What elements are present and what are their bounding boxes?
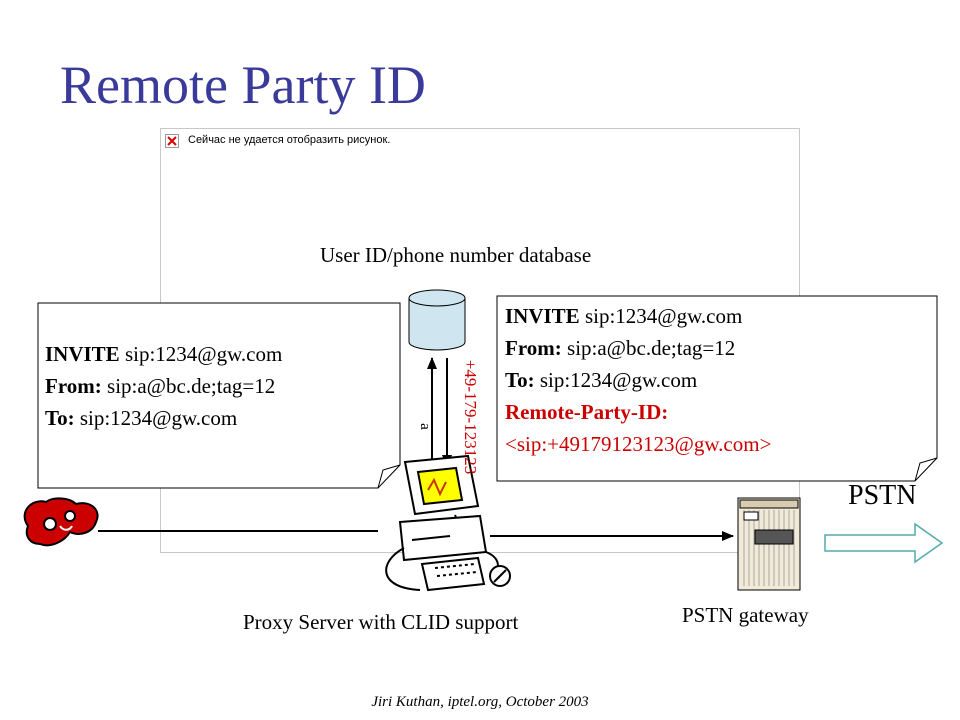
- request-right-line1-value: sip:1234@gw.com: [579, 304, 743, 328]
- request-left-line1-keyword: INVITE: [45, 342, 120, 366]
- database-icon: [408, 289, 466, 351]
- proxy-server-icon: [385, 454, 511, 592]
- request-left-line2-keyword: From:: [45, 374, 102, 398]
- request-left-line3-keyword: To:: [45, 406, 75, 430]
- footer-credit: Jiri Kuthan, iptel.org, October 2003: [371, 694, 589, 710]
- request-right-line2-value: sip:a@bc.de;tag=12: [561, 336, 736, 360]
- request-left-line1-value: sip:1234@gw.com: [119, 342, 283, 366]
- request-left-line2-value: sip:a@bc.de;tag=12: [101, 374, 276, 398]
- pstn-arrow: [824, 522, 944, 564]
- phone-icon: [23, 497, 99, 547]
- lookup-result-label: +49-179-123123: [461, 359, 480, 475]
- request-left-text: INVITE sip:1234@gw.com From: sip:a@bc.de…: [45, 338, 282, 434]
- request-note-left: [37, 302, 401, 489]
- broken-image-icon: [165, 134, 179, 148]
- slide-title: Remote Party ID: [60, 55, 426, 115]
- remote-party-id-value: <sip:+49179123123@gw.com>: [505, 432, 772, 456]
- request-right-line2-keyword: From:: [505, 336, 562, 360]
- lookup-query-label: a: [416, 423, 433, 430]
- request-right-line3-value: sip:1234@gw.com: [534, 368, 698, 392]
- pstn-gateway-label: PSTN gateway: [682, 603, 809, 627]
- pstn-gateway-icon: [737, 497, 801, 591]
- broken-image-message: Сейчас не удается отобразить рисунок.: [188, 134, 391, 146]
- request-right-line1-keyword: INVITE: [505, 304, 580, 328]
- proxy-server-label: Proxy Server with CLID support: [243, 610, 519, 634]
- pstn-label: PSTN: [848, 480, 917, 511]
- database-label: User ID/phone number database: [320, 243, 592, 267]
- request-left-line3-value: sip:1234@gw.com: [74, 406, 238, 430]
- request-right-text: INVITE sip:1234@gw.com From: sip:a@bc.de…: [505, 300, 771, 460]
- remote-party-id-header: Remote-Party-ID:: [505, 400, 669, 424]
- request-note-right: [496, 295, 938, 482]
- request-right-line3-keyword: To:: [505, 368, 535, 392]
